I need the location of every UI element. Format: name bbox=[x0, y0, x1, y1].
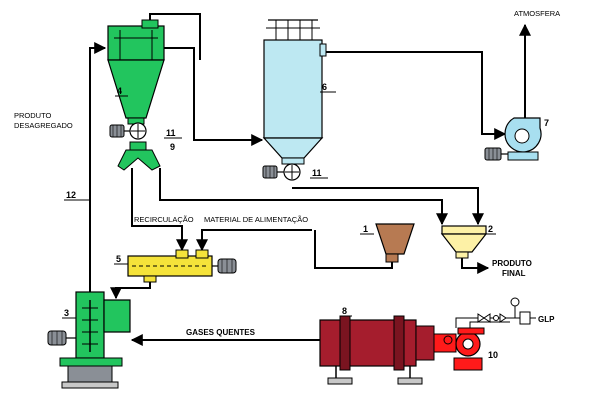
bag-filter-6 bbox=[262, 19, 327, 165]
number-2: 2 bbox=[488, 224, 493, 234]
rotary-valve-11b bbox=[262, 163, 301, 181]
pipe-filter-to-fan bbox=[322, 51, 507, 140]
number-12: 12 bbox=[66, 190, 76, 200]
pipe-hopper1-out bbox=[314, 230, 393, 269]
diverter-valve-9 bbox=[117, 141, 161, 171]
number-7: 7 bbox=[544, 118, 549, 128]
pipe-cyclone-to-filter bbox=[162, 47, 264, 146]
pipe-material-feed bbox=[196, 229, 312, 252]
pipe-filter-to-hopper2 bbox=[292, 187, 484, 226]
hopper-2 bbox=[440, 225, 488, 259]
pipe-12-riser bbox=[89, 42, 107, 292]
label-produto-final-1: PRODUTO bbox=[492, 259, 532, 268]
label-produto-desagregado-2: DESAGREGADO bbox=[14, 121, 73, 130]
number-1: 1 bbox=[363, 224, 368, 234]
label-recirculacao: RECIRCULAÇÃO bbox=[134, 215, 194, 224]
label-atmosfera: ATMOSFERA bbox=[514, 9, 560, 18]
cyclone-4 bbox=[107, 19, 165, 125]
number-11a: 11 bbox=[166, 128, 176, 138]
label-gases-quentes: GASES QUENTES bbox=[186, 328, 256, 337]
glp-gas-line bbox=[455, 297, 536, 328]
number-8: 8 bbox=[342, 306, 347, 316]
label-produto-desagregado-1: PRODUTO bbox=[14, 111, 52, 120]
rotary-valve-11a bbox=[109, 122, 147, 140]
label-material-alimentacao: MATERIAL DE ALIMENTAÇÃO bbox=[204, 215, 308, 224]
number-11b: 11 bbox=[312, 168, 322, 178]
pipe-recirculation bbox=[131, 168, 188, 252]
burner-10 bbox=[433, 327, 485, 371]
number-3: 3 bbox=[64, 308, 69, 318]
pipe-hopper2-to-product bbox=[461, 258, 490, 274]
label-glp: GLP bbox=[538, 315, 555, 324]
hopper-1 bbox=[375, 223, 415, 263]
pipe-feeder-to-mill bbox=[110, 278, 151, 300]
pipe-to-product-final-left bbox=[159, 168, 448, 226]
number-5: 5 bbox=[116, 254, 121, 264]
number-9: 9 bbox=[170, 142, 175, 152]
rotary-dryer-8 bbox=[319, 315, 435, 385]
label-produto-final-2: FINAL bbox=[502, 269, 526, 278]
mill-3 bbox=[47, 291, 131, 389]
number-10: 10 bbox=[488, 350, 498, 360]
number-4: 4 bbox=[117, 86, 122, 96]
number-6: 6 bbox=[322, 82, 327, 92]
exhaust-fan-7 bbox=[484, 117, 542, 161]
screw-feeder-5 bbox=[127, 249, 237, 283]
